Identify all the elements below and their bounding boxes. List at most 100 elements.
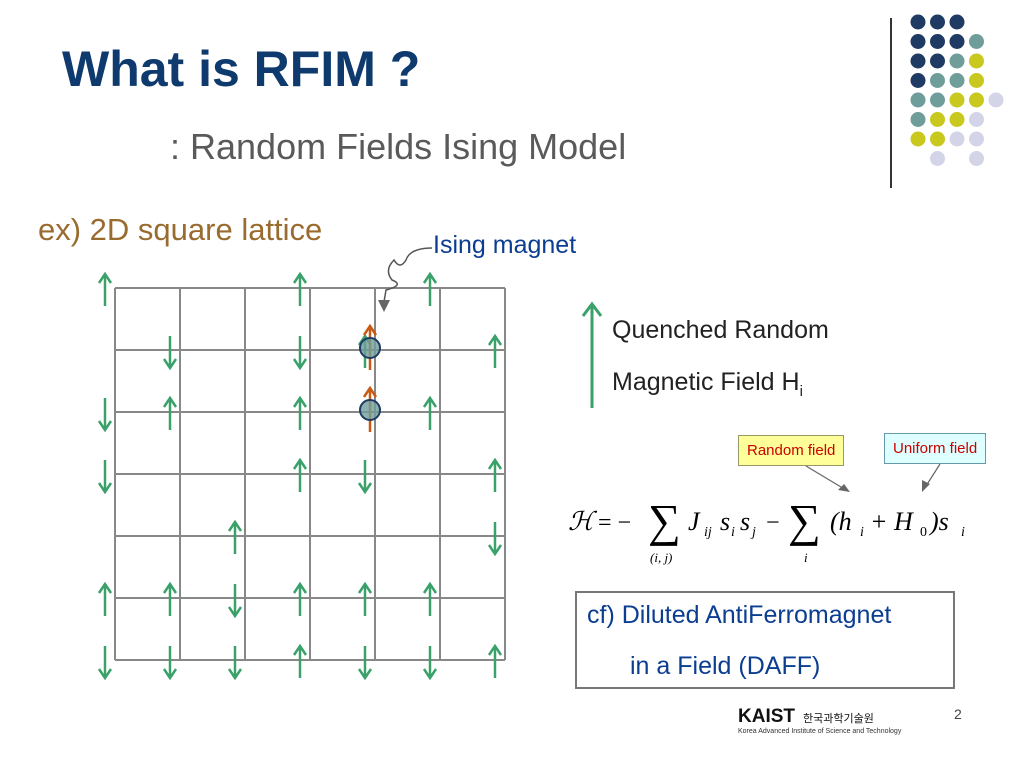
ising-spin-site <box>359 337 381 359</box>
formula-lhs: ℋ <box>568 507 598 536</box>
slide-subtitle: : Random Fields Ising Model <box>170 126 627 167</box>
ising-magnet-label: Ising magnet <box>433 231 577 259</box>
sum-symbol-2: ∑ <box>788 495 821 546</box>
decor-dot <box>969 151 984 166</box>
sum-symbol-1: ∑ <box>648 495 681 546</box>
spin-arrow-down <box>97 398 113 433</box>
formula-H: + H <box>870 507 914 536</box>
spin-arrow-up <box>357 581 373 616</box>
label-pointers <box>805 463 941 492</box>
slide-title: What is RFIM ? <box>62 41 421 97</box>
formula-si-sub: i <box>731 525 735 540</box>
spin-arrow-down <box>487 522 503 557</box>
formula-h-sub: i <box>860 525 864 540</box>
spin-arrow-up <box>292 395 308 430</box>
uniform-field-label: Uniform field <box>884 433 987 464</box>
spin-arrow-down <box>97 646 113 681</box>
spin-arrow-up <box>422 395 438 430</box>
daff-line-2: in a Field (DAFF) <box>630 652 821 680</box>
spin-arrow-down <box>292 336 308 371</box>
spin-arrow-up <box>487 643 503 678</box>
decor-dot <box>910 53 926 69</box>
spin-arrow-up <box>292 271 308 306</box>
legend-field-text: Magnetic Field H <box>612 368 800 396</box>
logo-subtext: Korea Advanced Institute of Science and … <box>738 728 902 735</box>
spin-arrow-up <box>227 519 243 554</box>
daff-box <box>575 591 955 689</box>
decor-dot <box>949 131 965 147</box>
decor-dot <box>969 112 984 127</box>
decor-dot <box>930 53 945 69</box>
decor-dot <box>969 73 984 88</box>
sum2-index: i <box>804 550 808 565</box>
legend-line-1: Quenched Random <box>612 316 829 344</box>
decor-dot <box>949 34 965 49</box>
decor-dot <box>969 92 984 108</box>
spin-arrow-up <box>292 581 308 616</box>
spin-arrow-up <box>97 271 113 306</box>
legend-line-2: Magnetic Field Hi <box>612 368 803 400</box>
decor-dot <box>910 34 926 49</box>
square-lattice-diagram <box>97 271 506 681</box>
spin-arrow-up <box>97 581 113 616</box>
spin-arrow-up <box>487 457 503 492</box>
spin-arrow-down <box>227 646 243 681</box>
decor-dot <box>930 14 945 30</box>
spin-arrow-down <box>162 646 178 681</box>
formula-sj-sub: j <box>750 525 756 540</box>
spin-arrow-down <box>357 460 373 495</box>
decor-dot <box>930 112 945 127</box>
ising-spin-site <box>359 399 381 421</box>
kaist-logo: KAIST 한국과학기술원 Korea Advanced Institute of… <box>738 706 901 735</box>
daff-line-1: cf) Diluted AntiFerromagnet <box>587 601 892 629</box>
random-field-label: Random field <box>738 435 845 466</box>
formula-sj: s <box>740 507 750 536</box>
formula-close: )s <box>928 507 949 536</box>
formula-eq: = − <box>598 510 631 536</box>
spin-arrow-up <box>292 643 308 678</box>
decor-dot <box>930 131 945 147</box>
sum1-index: (i, j) <box>650 550 672 565</box>
spin-arrow-down <box>227 584 243 619</box>
formula-minus: − <box>766 510 780 536</box>
spin-arrow-up <box>422 271 438 306</box>
decor-dot <box>949 92 965 108</box>
decor-dot <box>949 53 965 69</box>
decor-dot <box>969 53 984 69</box>
decor-dot <box>910 14 926 30</box>
decor-dot <box>910 92 926 108</box>
ising-magnet-spins <box>359 323 381 432</box>
decor-dot <box>930 92 945 108</box>
hamiltonian-formula: ℋ = − ∑ (i, j) J ij s i s j − ∑ i (h i +… <box>568 495 965 565</box>
decor-dot <box>949 112 965 127</box>
lattice-grid <box>114 287 506 661</box>
decor-dot <box>930 73 945 88</box>
decor-dot <box>988 92 1004 108</box>
legend-arrow-icon <box>581 301 603 408</box>
decor-dot <box>949 14 965 30</box>
decorative-dot-grid <box>910 14 1004 166</box>
formula-J-sub: ij <box>704 525 712 540</box>
spin-arrow-down <box>97 460 113 495</box>
spin-arrow-down <box>357 646 373 681</box>
header-divider <box>890 18 892 188</box>
decor-dot <box>969 34 984 49</box>
ising-pointer <box>378 247 433 312</box>
page-number: 2 <box>954 706 962 722</box>
formula-si: s <box>720 507 730 536</box>
formula-final-sub: i <box>961 525 965 540</box>
formula-H-sub: 0 <box>920 525 927 540</box>
spin-arrow-up <box>162 581 178 616</box>
spin-arrow-up <box>422 581 438 616</box>
logo-korean-text: 한국과학기술원 <box>803 713 874 725</box>
decor-dot <box>930 34 945 49</box>
decor-dot <box>969 131 984 147</box>
decor-dot <box>930 151 945 166</box>
spin-arrow-down <box>162 336 178 371</box>
decor-dot <box>910 131 926 147</box>
formula-h: (h <box>830 507 852 536</box>
logo-main-text: KAIST <box>738 706 795 727</box>
spin-arrow-up <box>162 395 178 430</box>
example-label: ex) 2D square lattice <box>38 212 323 247</box>
decor-dot <box>910 73 926 88</box>
